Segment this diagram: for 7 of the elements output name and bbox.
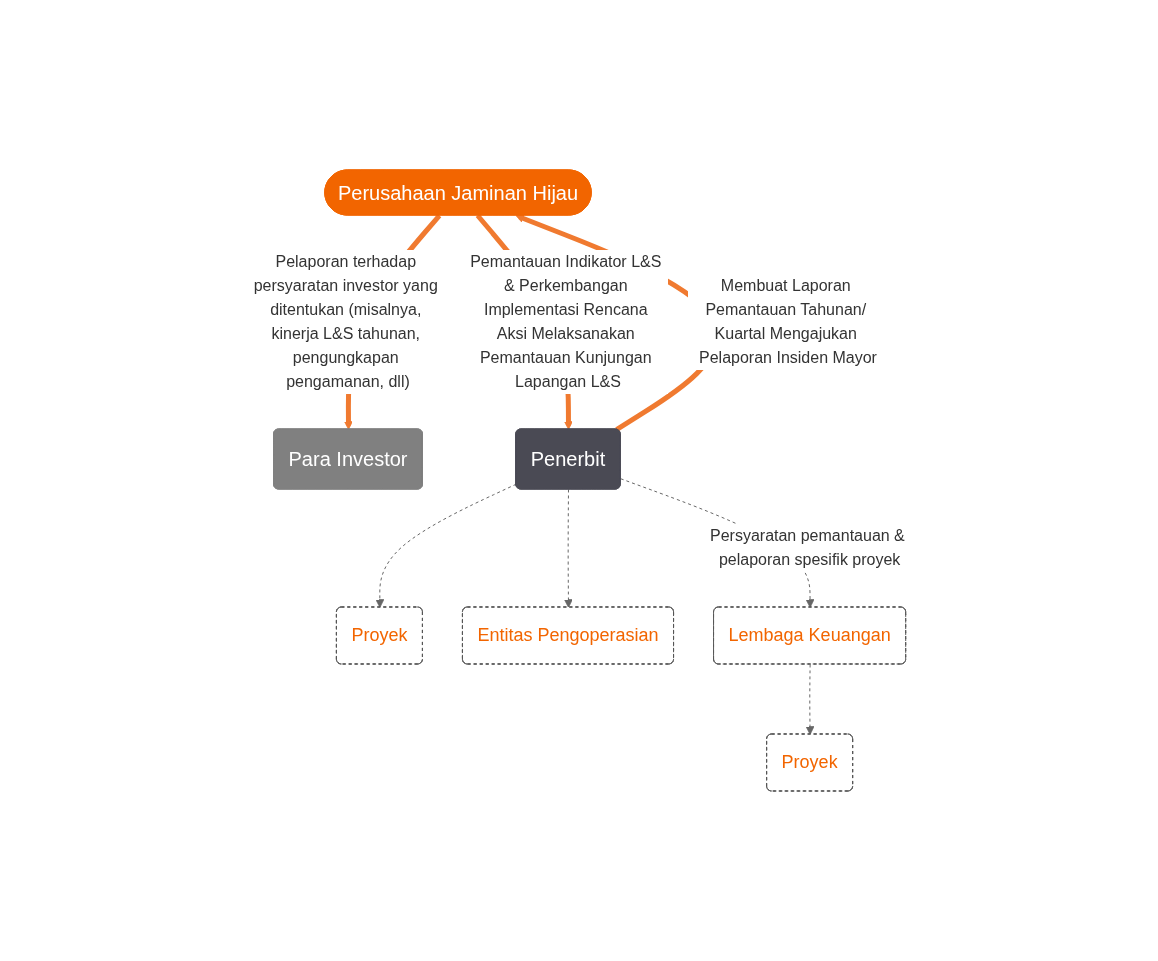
- arrow: [564, 489, 573, 608]
- arrow: [375, 483, 517, 608]
- edge-label: Membuat Laporan Pemantauan Tahunan/ Kuartal Mengajukan Pelaporan Insiden Mayor: [699, 277, 878, 366]
- edge-label: Pemantauan Indikator L&S & Perkembangan Implementasi Rencana Aksi Melaksanakan Pemantauan Kunjungan Lapangan L&S: [470, 253, 662, 390]
- edge-label: Persyaratan pemantauan & pelaporan spesifik proyek: [710, 527, 905, 568]
- edge-label: Pelaporan terhadap persyaratan investor yang ditentukan (misalnya, kinerja L&S tahunan, pengungkapan pengamanan, dll): [253, 253, 439, 390]
- arrow: [805, 664, 815, 735]
